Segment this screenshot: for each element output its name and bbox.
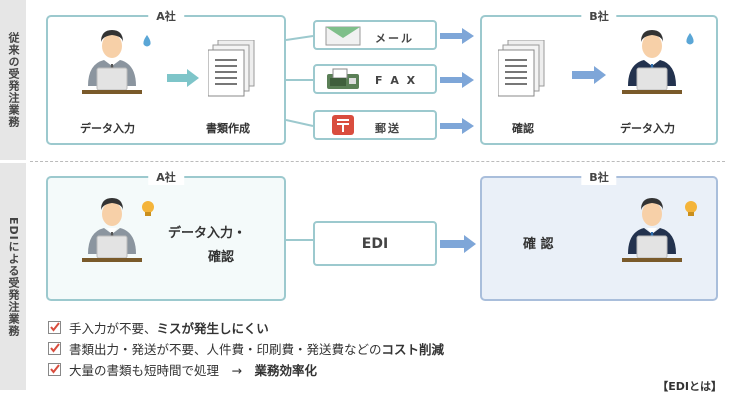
method-fax-box: F A X [313,64,437,94]
person-gray-icon [81,197,143,263]
edi-channel-label: EDI [361,236,389,252]
document-creation-label: 書類作成 [206,122,250,135]
lightbulb-icon [142,201,154,216]
arrow-right-icon [440,235,476,253]
traditional-company-b-title: B社 [581,8,617,24]
edi-a-task-line2: 確認 [208,250,235,265]
checkbox-checked-icon [48,342,61,355]
method-mail-box: メール [313,20,437,50]
section-divider [30,161,725,162]
person-navy-icon [621,197,683,263]
checkbox-checked-icon [48,321,61,334]
documents-icon [498,40,545,97]
benefit-text: 大量の書類も短時間で処理 → [69,363,255,378]
benefits-list: 手入力が不要、ミスが発生しにくい 書類出力・発送が不要、人件費・印刷費・発送費な… [48,317,444,380]
traditional-data-entry-b-label: データ入力 [620,122,675,135]
checkbox-checked-icon [48,363,61,376]
envelope-icon [325,26,361,46]
traditional-data-entry-a-label: データ入力 [80,122,135,135]
benefit-item: 書類出力・発送が不要、人件費・印刷費・発送費などのコスト削減 [48,338,444,359]
traditional-confirm-label: 確認 [512,122,534,135]
benefit-text: 手入力が不要、 [69,321,157,336]
arrow-right-icon [572,66,606,84]
edi-b-task-label: 確 認 [523,237,554,252]
benefit-item: 手入力が不要、ミスが発生しにくい [48,317,444,338]
edi-company-a-box: A社 [46,169,286,301]
person-gray-icon [81,29,143,95]
person-navy-icon [621,29,683,95]
method-post-label: 郵送 [375,122,401,135]
method-arrows [440,28,474,134]
arrow-right-icon [167,69,199,87]
sweat-icon [686,33,694,45]
connector-line [286,239,314,241]
method-mail-label: メール [375,32,414,45]
method-fax-label: F A X [375,74,418,87]
lightbulb-icon [685,201,697,216]
benefit-item: 大量の書類も短時間で処理 → 業務効率化 [48,359,444,380]
traditional-company-a-title: A社 [148,8,184,24]
fax-icon [327,68,359,89]
sweat-icon [143,35,151,47]
connector-lines [286,35,314,127]
benefit-highlight: コスト削減 [381,342,445,357]
benefit-text: 書類出力・発送が不要、人件費・印刷費・発送費などの [69,342,382,357]
postal-mark-icon [332,115,354,135]
edi-company-b-title: B社 [581,169,617,185]
edi-company-b-box: B社 [480,169,718,301]
edi-channel-box: EDI [313,221,437,266]
footer-caption: 【EDIとは】 [657,380,722,393]
edi-company-a-title: A社 [148,169,184,185]
edi-a-task-line1: データ入力・ [168,226,247,241]
method-post-box: 郵送 [313,110,437,140]
side-label-traditional: 従来の受発注業務 [0,0,26,160]
documents-icon [208,40,255,97]
benefit-highlight: ミスが発生しにくい [156,321,269,336]
benefit-highlight: 業務効率化 [254,363,317,378]
side-label-edi: EDIによる受発注業務 [0,163,26,390]
